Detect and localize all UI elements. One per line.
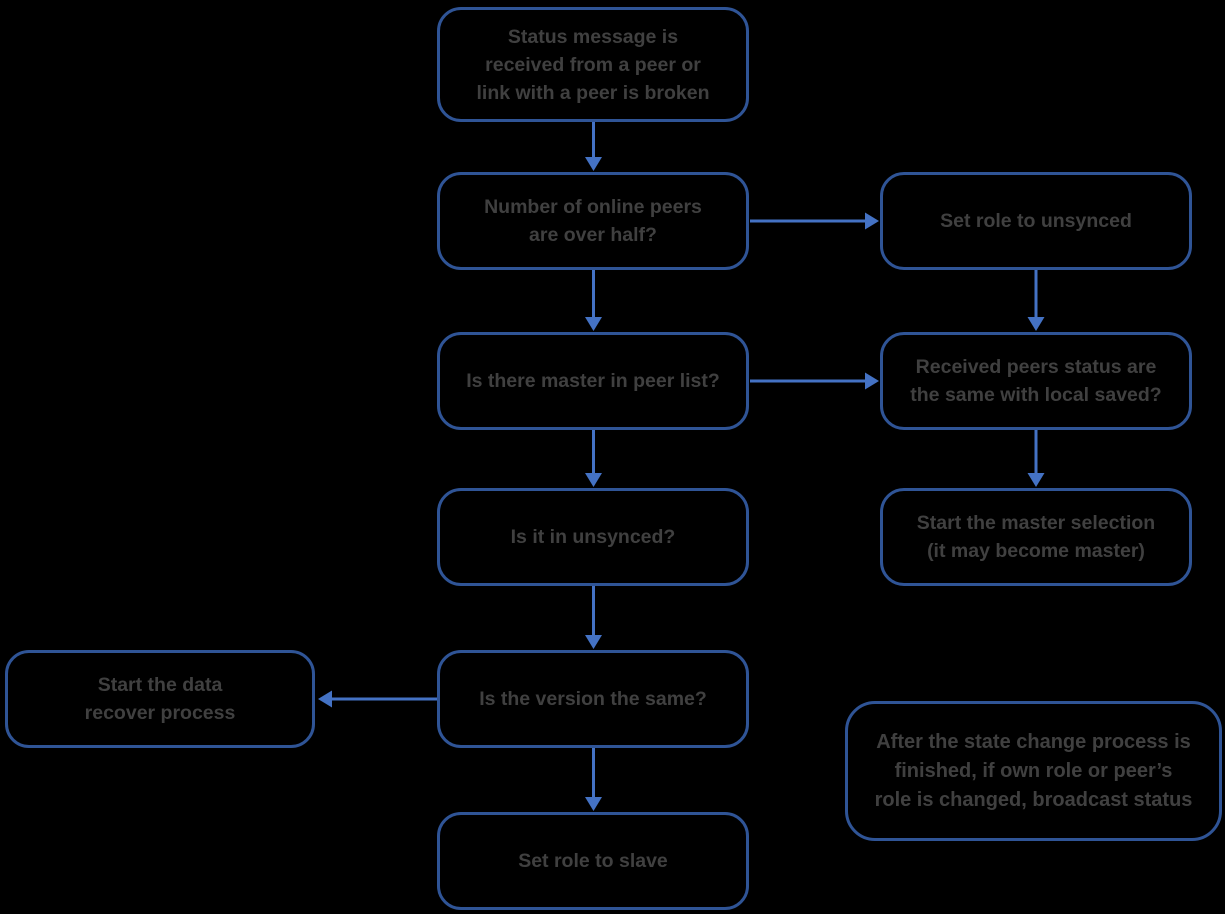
arrowhead-down-icon — [585, 317, 602, 331]
arrowhead-down-icon — [585, 473, 602, 487]
arrowhead-down-icon — [585, 797, 602, 811]
node-status-message: Status message is received from a peer o… — [437, 7, 749, 122]
node-set-role-unsynced: Set role to unsynced — [880, 172, 1192, 270]
node-master-in-peer-list: Is there master in peer list? — [437, 332, 749, 430]
node-start-master-selection: Start the master selection (it may becom… — [880, 488, 1192, 586]
arrowhead-down-icon — [1027, 317, 1045, 331]
arrowhead-right-icon — [865, 372, 879, 390]
node-is-version-same: Is the version the same? — [437, 650, 749, 748]
arrowhead-right-icon — [865, 212, 879, 230]
arrowhead-down-icon — [1027, 473, 1045, 487]
arrowhead-left-icon — [318, 690, 332, 708]
arrowhead-down-icon — [585, 157, 602, 171]
node-broadcast-status-note: After the state change process is finish… — [845, 701, 1222, 841]
node-set-role-slave: Set role to slave — [437, 812, 749, 910]
node-peers-over-half: Number of online peers are over half? — [437, 172, 749, 270]
arrowhead-down-icon — [585, 635, 602, 649]
node-is-it-in-unsynced: Is it in unsynced? — [437, 488, 749, 586]
node-start-data-recover: Start the data recover process — [5, 650, 315, 748]
node-received-status-same: Received peers status are the same with … — [880, 332, 1192, 430]
